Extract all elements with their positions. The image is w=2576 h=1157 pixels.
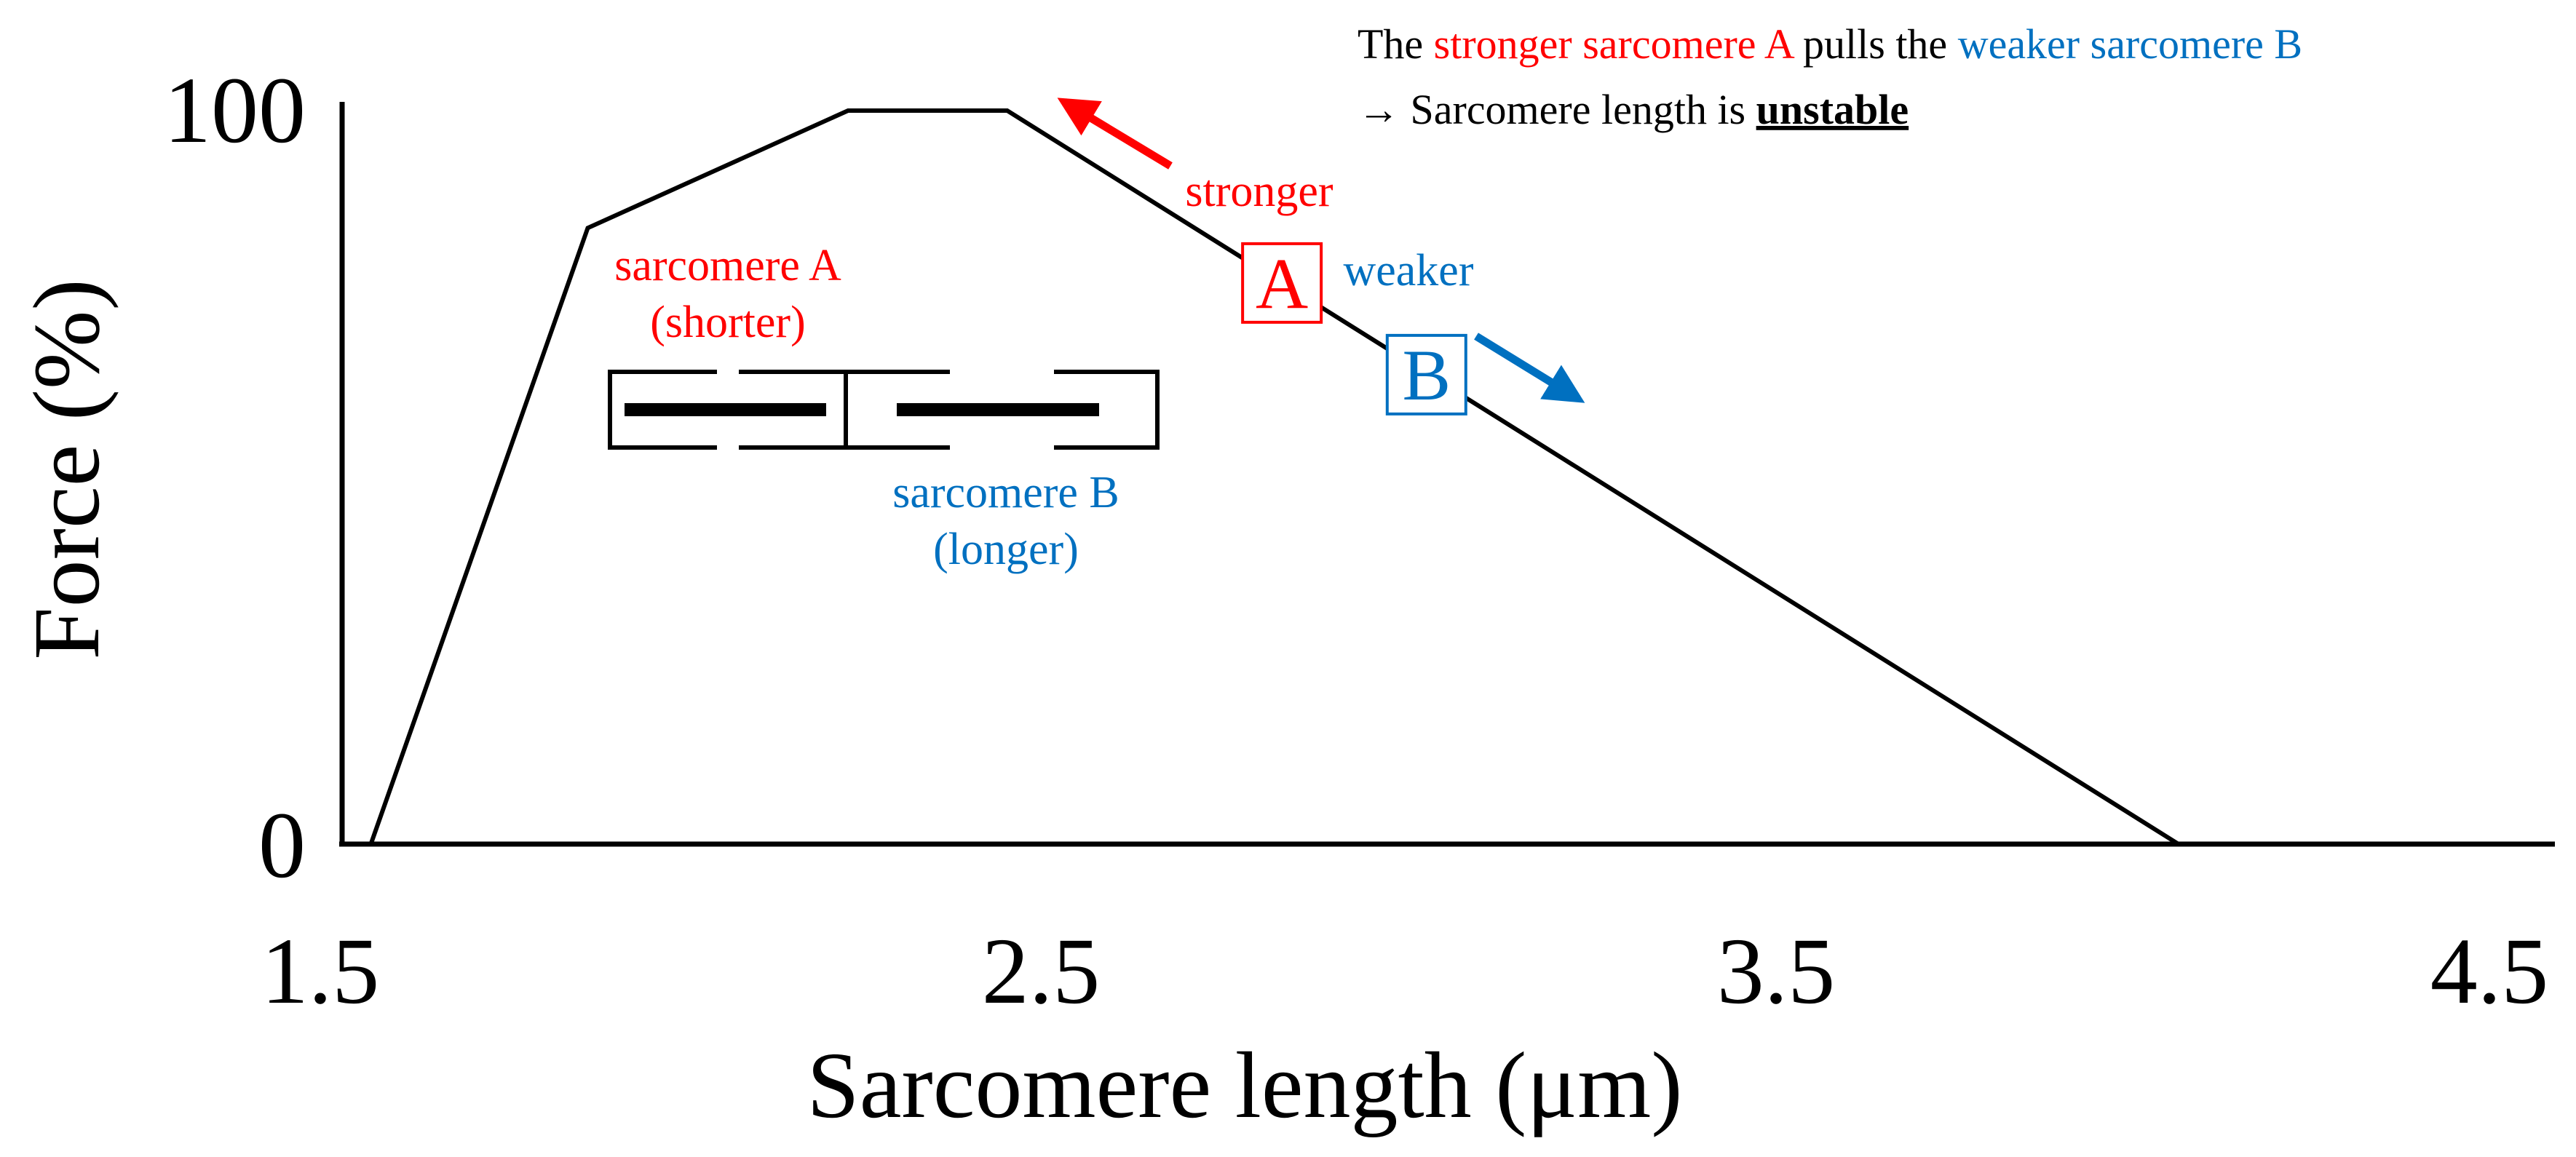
caption-2-part1: → Sarcomere length is (1358, 86, 1756, 133)
x-tick-1.5: 1.5 (261, 919, 380, 1024)
sarcomere-a-note: (shorter) (650, 298, 805, 347)
x-tick-4.5: 4.5 (2430, 919, 2549, 1024)
weaker-label: weaker (1344, 246, 1474, 295)
stronger-label: stronger (1185, 167, 1333, 216)
x-tick-2.5: 2.5 (982, 919, 1101, 1024)
y-tick-100: 100 (164, 58, 306, 163)
caption-line-2: → Sarcomere length is unstable (1358, 86, 1909, 133)
caption-line-1: The stronger sarcomere A pulls the weake… (1358, 20, 2302, 68)
sarcomere-b-note: (longer) (933, 525, 1079, 574)
marker-a: A (1241, 242, 1323, 324)
caption-1-part1: The (1358, 20, 1434, 68)
force-length-curve (368, 108, 2180, 846)
stronger-arrow (1057, 98, 1173, 170)
marker-a-label: A (1256, 243, 1308, 324)
marker-b: B (1385, 333, 1467, 416)
x-axis-label: Sarcomere length (μm) (807, 1033, 1682, 1138)
marker-b-label: B (1402, 335, 1451, 416)
sarcomere-diagram (608, 370, 1160, 450)
x-tick-3.5: 3.5 (1717, 919, 1836, 1024)
y-axis-label: Force (%) (15, 279, 119, 659)
caption-1-part4: weaker sarcomere B (1958, 20, 2302, 68)
sarcomere-a-label: sarcomere A (614, 241, 841, 290)
caption-1-part2: stronger sarcomere A (1434, 20, 1795, 68)
sarcomere-b-label: sarcomere B (892, 468, 1119, 517)
y-tick-0: 0 (258, 793, 306, 898)
weaker-arrow (1474, 333, 1585, 403)
caption-2-part2: unstable (1756, 86, 1909, 133)
caption-1-part3: pulls the (1793, 20, 1958, 68)
